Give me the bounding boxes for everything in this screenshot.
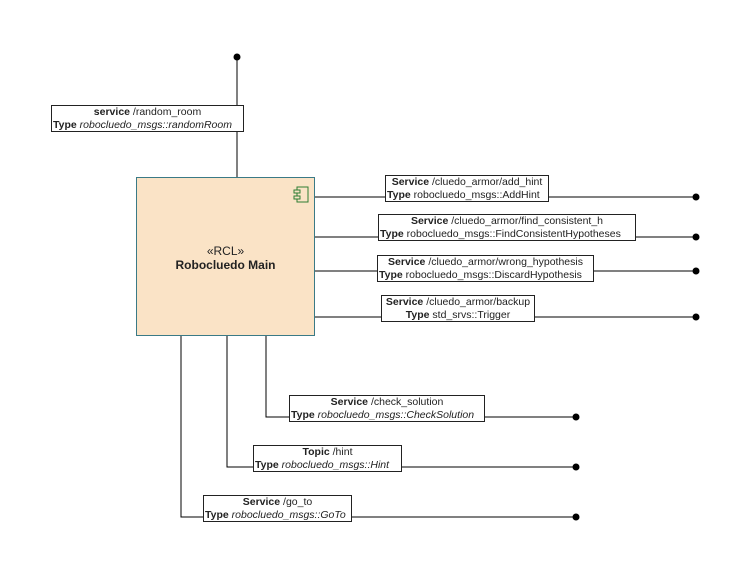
interface-kind: Service: [391, 176, 430, 188]
component-name: Robocluedo Main: [175, 258, 276, 272]
interface-type-key: Type: [255, 459, 279, 471]
endpoint-random-room: [233, 53, 241, 61]
interface-label-wrong-hypothesis[interactable]: Service /cluedo_armor/wrong_hypothesis T…: [377, 255, 594, 282]
interface-label-random-room[interactable]: service /random_room Type robocluedo_msg…: [51, 105, 244, 132]
component-robocluedo-main[interactable]: «RCL» Robocluedo Main: [136, 177, 315, 336]
interface-type-key: Type: [387, 189, 411, 201]
interface-type: robocluedo_msgs::CheckSolution: [317, 409, 475, 421]
endpoint-hint: [572, 463, 580, 471]
interface-topic: /cluedo_armor/wrong_hypothesis: [428, 256, 583, 268]
component-icon: [293, 186, 309, 203]
interface-type-key: Type: [53, 119, 77, 131]
interface-kind: Service: [330, 396, 369, 408]
interface-type-key: Type: [291, 409, 315, 421]
interface-type: std_srvs::Trigger: [432, 309, 511, 321]
interface-label-backup[interactable]: Service /cluedo_armor/backup Type std_sr…: [381, 295, 535, 322]
endpoint-wrong-hypothesis: [692, 267, 700, 275]
interface-topic: /cluedo_armor/add_hint: [431, 176, 543, 188]
interface-label-go-to[interactable]: Service /go_to Type robocluedo_msgs::GoT…: [203, 495, 352, 522]
interface-topic: /cluedo_armor/find_consistent_h: [451, 215, 604, 227]
interface-type: robocluedo_msgs::Hint: [281, 459, 390, 471]
endpoint-backup: [692, 313, 700, 321]
interface-kind: Topic: [302, 446, 330, 458]
interface-topic: /check_solution: [370, 396, 444, 408]
interface-topic: /random_room: [132, 106, 202, 118]
interface-topic: /cluedo_armor/backup: [426, 296, 531, 308]
interface-label-find-consistent[interactable]: Service /cluedo_armor/find_consistent_h …: [378, 214, 636, 241]
interface-label-hint[interactable]: Topic /hint Type robocluedo_msgs::Hint: [253, 445, 402, 472]
interface-label-add-hint[interactable]: Service /cluedo_armor/add_hint Type robo…: [385, 175, 549, 202]
connector-hint: [226, 336, 576, 468]
interface-type-key: Type: [379, 269, 403, 281]
interface-kind: service: [93, 106, 130, 118]
interface-type: robocluedo_msgs::GoTo: [231, 509, 346, 521]
interface-kind: Service: [410, 215, 449, 227]
interface-type: robocluedo_msgs::FindConsistentHypothese…: [406, 228, 621, 240]
endpoint-add-hint: [692, 193, 700, 201]
interface-topic: /hint: [332, 446, 353, 458]
endpoint-go-to: [572, 513, 580, 521]
interface-label-check-solution[interactable]: Service /check_solution Type robocluedo_…: [289, 395, 485, 422]
interface-kind: Service: [242, 496, 281, 508]
interface-topic: /go_to: [283, 496, 313, 508]
interface-type-key: Type: [205, 509, 229, 521]
interface-type: robocluedo_msgs::DiscardHypothesis: [405, 269, 582, 281]
endpoint-check-solution: [572, 413, 580, 421]
interface-type: robocluedo_msgs::AddHint: [413, 189, 540, 201]
interface-kind: Service: [385, 296, 424, 308]
interface-type-key: Type: [405, 309, 430, 321]
component-stereotype: «RCL»: [206, 244, 245, 258]
interface-type: robocluedo_msgs::randomRoom: [79, 119, 232, 131]
interface-kind: Service: [388, 256, 426, 268]
interface-type-key: Type: [380, 228, 404, 240]
endpoint-find-consistent: [692, 233, 700, 241]
connector-go-to: [180, 336, 576, 518]
